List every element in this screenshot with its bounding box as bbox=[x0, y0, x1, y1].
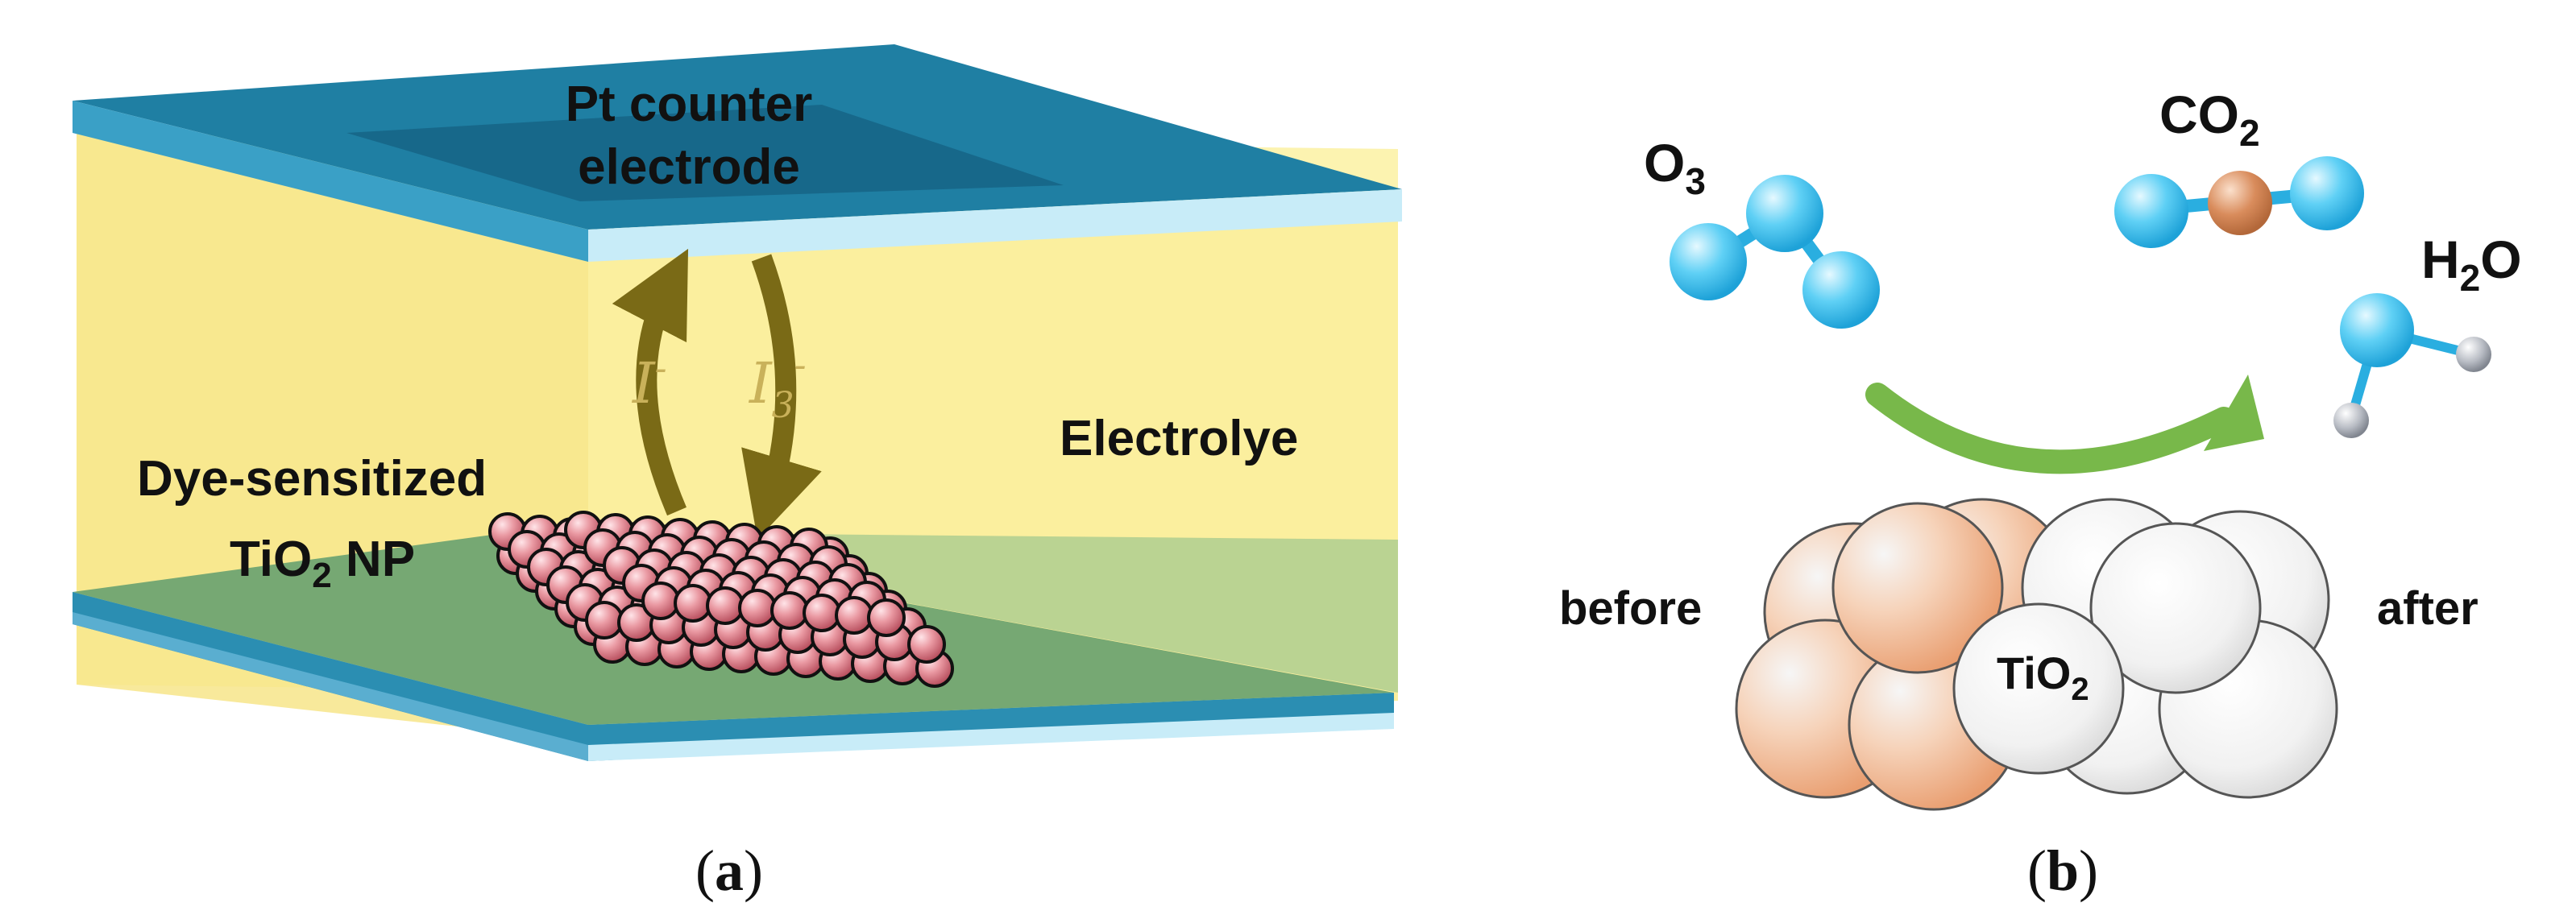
o3-label: O3 bbox=[1644, 133, 1706, 202]
before-label: before bbox=[1559, 582, 1702, 635]
nanoparticle bbox=[706, 586, 745, 625]
pt-counter-label-line1: Pt counter bbox=[566, 77, 813, 132]
nanoparticle-stack bbox=[488, 511, 954, 688]
nanoparticle bbox=[585, 601, 624, 639]
nanoparticle bbox=[641, 582, 680, 620]
caption-a: (a) bbox=[695, 838, 763, 903]
reaction-arrow-head bbox=[2204, 375, 2264, 451]
co2-molecule bbox=[2114, 156, 2364, 248]
tio2-label: TiO2 bbox=[1997, 648, 2089, 707]
dye-sensitized-label: Dye-sensitized bbox=[137, 451, 487, 507]
nanoparticle bbox=[738, 589, 777, 627]
iodide-up-arrow bbox=[612, 248, 689, 516]
top-electrode-edge-left bbox=[73, 101, 588, 262]
bottom-plate-edge-right bbox=[588, 713, 1394, 761]
co2-label: CO2 bbox=[2159, 85, 2260, 154]
electrolyte-label: Electrolye bbox=[1060, 411, 1298, 466]
top-electrode-edge-right bbox=[588, 189, 1402, 262]
nanoparticle bbox=[835, 596, 873, 635]
triiodide-down-arrow bbox=[741, 254, 822, 540]
panel-b: O3 CO2 H2O bbox=[1559, 85, 2522, 903]
nanoparticle bbox=[803, 594, 841, 632]
tio2-np-label: TiO2 NP bbox=[230, 532, 415, 595]
top-electrode-recess bbox=[346, 105, 1064, 201]
nanoparticle bbox=[674, 584, 712, 623]
water-molecule bbox=[2333, 293, 2491, 438]
nanoparticle bbox=[770, 591, 809, 630]
h2o-label: H2O bbox=[2421, 230, 2522, 299]
after-label: after bbox=[2377, 582, 2479, 635]
bottom-plate-edge-left bbox=[73, 612, 588, 761]
nanoparticle bbox=[867, 598, 906, 637]
tio2-cluster bbox=[1735, 498, 2338, 811]
reaction-arrow bbox=[1865, 383, 2236, 474]
ozone-molecule bbox=[1670, 175, 1880, 329]
panel-a: Pt counter electrode Electrolye Dye-sens… bbox=[73, 44, 1402, 903]
nanoparticle bbox=[907, 625, 946, 664]
caption-b: (b) bbox=[2027, 838, 2098, 903]
pt-counter-label-line2: electrode bbox=[578, 139, 800, 195]
triiodide-label: I3- bbox=[748, 345, 807, 426]
iodide-label: I- bbox=[631, 348, 667, 416]
bottom-plate-front bbox=[73, 592, 1394, 761]
